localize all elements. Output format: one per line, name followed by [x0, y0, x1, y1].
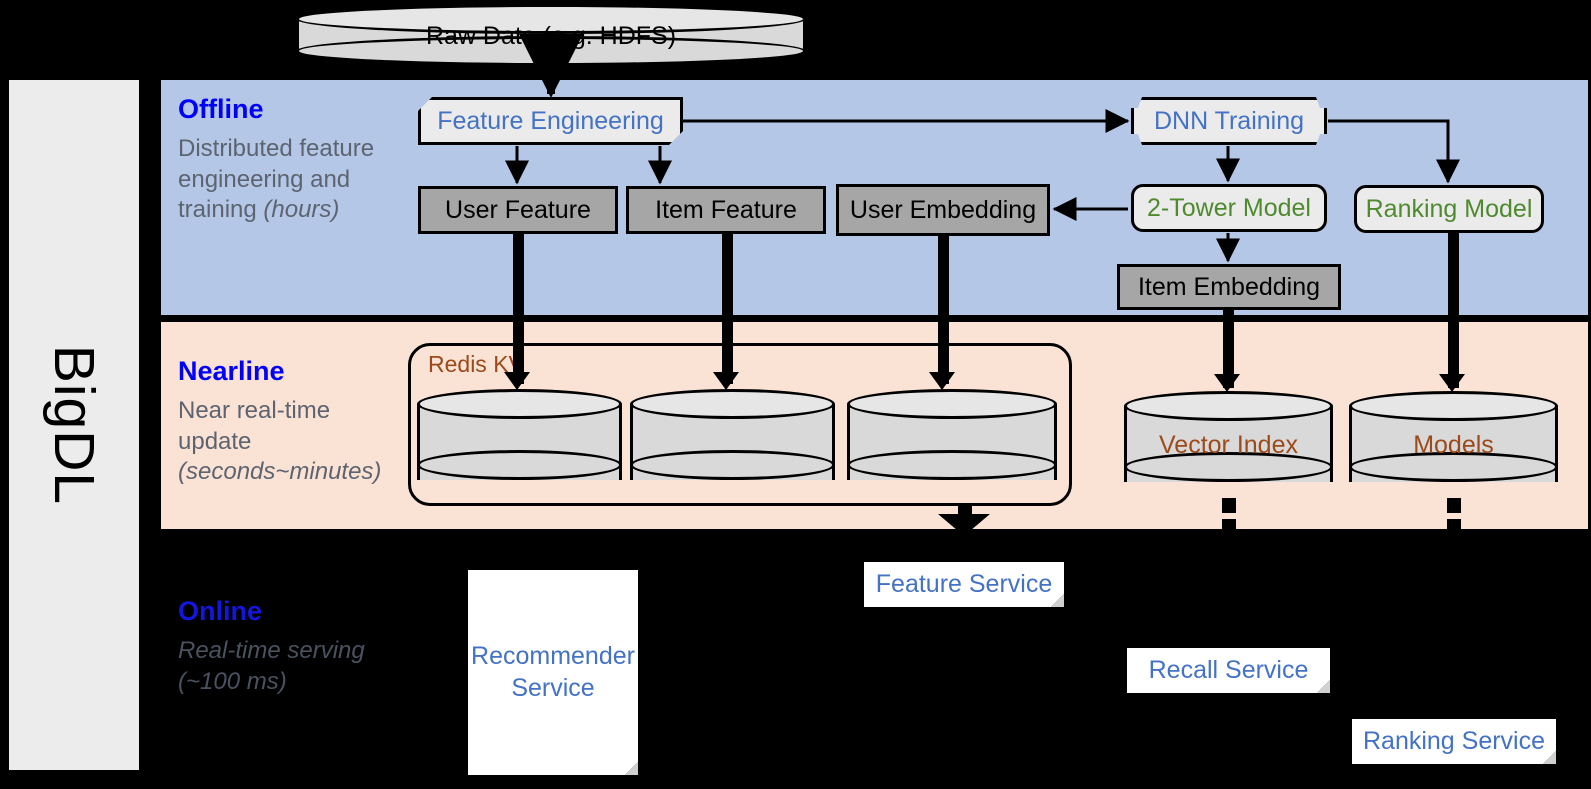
feature-service-label: Feature Service — [875, 570, 1053, 598]
dnn-training-label: DNN Training — [1153, 106, 1305, 135]
redis-kv-container — [408, 343, 1072, 506]
offline-title: Offline — [178, 94, 264, 124]
item-feature-label: Item Feature — [655, 195, 797, 224]
nearline-caption: Nearline Near real-time update (seconds~… — [178, 356, 403, 488]
stub-models-2 — [1447, 519, 1461, 532]
recommender-service-card[interactable]: Recommender Service — [468, 570, 638, 775]
nearline-description: Near real-time update (seconds~minutes) — [178, 397, 382, 486]
recall-service-card[interactable]: Recall Service — [1127, 648, 1330, 693]
user-feature-box[interactable]: User Feature — [418, 186, 618, 234]
connector-item-feature-to-store — [722, 234, 733, 384]
stub-models-1 — [1447, 498, 1461, 513]
connector-item-embedding-arrowhead — [1214, 374, 1240, 392]
dnn-training-box[interactable]: DNN Training — [1131, 97, 1327, 145]
ranking-model-label: Ranking Model — [1365, 194, 1533, 223]
recall-service-label: Recall Service — [1148, 656, 1309, 684]
stub-vector-index-2 — [1222, 519, 1236, 532]
redis-store-cylinder-3 — [847, 389, 1057, 494]
stub-vector-index-1 — [1222, 498, 1236, 513]
user-embedding-label: User Embedding — [849, 195, 1037, 224]
feature-service-arrowhead — [938, 514, 990, 536]
connector-ranking-model-arrowhead — [1439, 374, 1465, 392]
redis-store-cylinder-1 — [417, 389, 622, 494]
online-description: Real-time serving (~100 ms) — [178, 637, 365, 695]
nearline-title: Nearline — [178, 356, 285, 386]
bigdl-framework-panel: BigDL — [6, 77, 142, 773]
models-cylinder[interactable]: Models — [1349, 391, 1558, 496]
redis-store-cylinder-2 — [630, 389, 835, 494]
raw-data-label: Raw Data (e.g. HDFS) — [425, 22, 677, 50]
connector-user-feature-to-store — [513, 234, 524, 384]
offline-caption: Offline Distributed feature engineering … — [178, 94, 403, 226]
online-caption: Online Real-time serving (~100 ms) — [178, 596, 403, 697]
item-feature-box[interactable]: Item Feature — [626, 186, 826, 234]
two-tower-model-label: 2-Tower Model — [1147, 193, 1311, 222]
online-title: Online — [178, 596, 263, 626]
feature-service-card[interactable]: Feature Service — [864, 562, 1064, 607]
user-feature-label: User Feature — [445, 195, 591, 224]
ranking-service-card[interactable]: Ranking Service — [1352, 719, 1556, 764]
offline-description: Distributed feature engineering and trai… — [178, 135, 375, 224]
connector-item-embedding-to-vector-index — [1223, 310, 1234, 388]
vector-index-cylinder[interactable]: Vector Index — [1124, 391, 1333, 496]
ranking-model-box[interactable]: Ranking Model — [1354, 185, 1544, 233]
connector-user-embedding-arrowhead — [929, 372, 955, 390]
item-embedding-box[interactable]: Item Embedding — [1117, 264, 1341, 310]
connector-ranking-model-to-models — [1448, 233, 1459, 388]
ranking-service-label: Ranking Service — [1362, 727, 1546, 755]
feature-engineering-label: Feature Engineering — [437, 106, 664, 135]
item-embedding-label: Item Embedding — [1137, 272, 1321, 301]
connector-user-embedding-to-store — [938, 236, 949, 384]
bigdl-label: BigDL — [42, 344, 106, 506]
feature-engineering-box[interactable]: Feature Engineering — [418, 97, 683, 145]
two-tower-model-box[interactable]: 2-Tower Model — [1131, 184, 1327, 232]
models-label: Models — [1413, 431, 1494, 459]
user-embedding-box[interactable]: User Embedding — [836, 184, 1050, 236]
vector-index-label: Vector Index — [1159, 431, 1298, 459]
connector-user-feature-arrowhead — [504, 372, 530, 390]
recommender-service-label: Recommender Service — [471, 642, 635, 702]
raw-data-cylinder: Raw Data (e.g. HDFS) — [296, 4, 806, 66]
connector-item-feature-arrowhead — [713, 372, 739, 390]
